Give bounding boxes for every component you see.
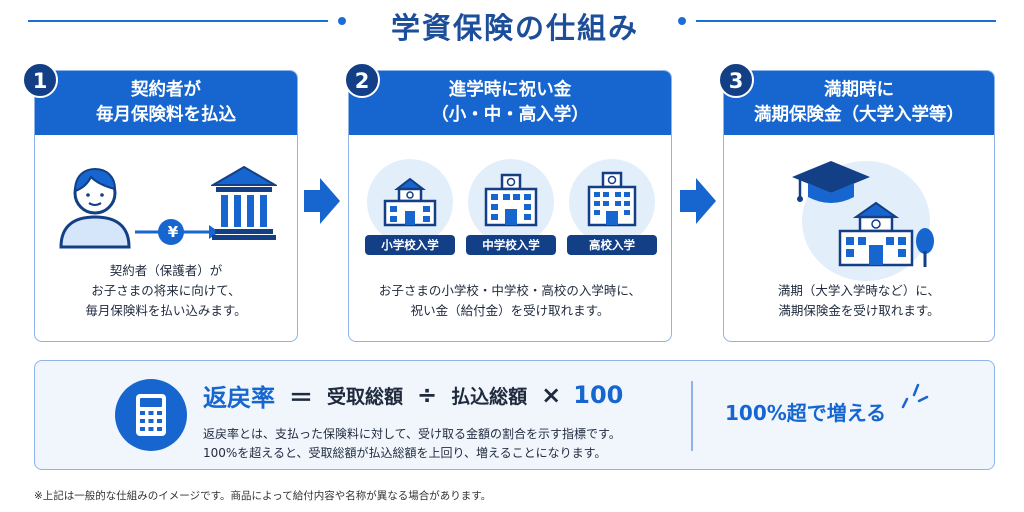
step-1-header: 契約者が 毎月保険料を払込 (35, 71, 297, 135)
school-label: 高校入学 (567, 235, 657, 255)
formula-divide: ÷ (417, 381, 438, 409)
formula-desc-line: 返戻率とは、支払った保険料に対して、受け取る金額の割合を示す指標です。 (203, 427, 621, 441)
flow-arrow-right-icon (680, 178, 716, 224)
yen-symbol: ¥ (167, 223, 179, 241)
step-2-head-line1: 進学時に祝い金 (448, 80, 572, 100)
step-1-body: ¥ 契約者（保護者）が お子さまの将来に向けて、 毎月保険料を払い込みます。 (35, 135, 297, 341)
step-3-desc-line: 満期（大学入学時など）に、 (777, 283, 941, 298)
school-circle (367, 159, 453, 245)
formula-term: 返戻率 (203, 383, 275, 412)
step-1-desc-line: 毎月保険料を払い込みます。 (85, 303, 247, 318)
formula-hundred: 100 (573, 381, 624, 409)
step-3-body: 満期（大学入学時など）に、 満期保険金を受け取れます。 (724, 135, 994, 341)
flow-arrow-right-icon (304, 178, 340, 224)
step-1-head-line2: 毎月保険料を払込 (96, 105, 236, 125)
school-middle: 中学校入学 (466, 159, 556, 255)
increase-highlight: 100%超で増える (725, 401, 887, 425)
title-dot-left (338, 17, 346, 25)
formula-description: 返戻率とは、支払った保険料に対して、受け取る金額の割合を示す指標です。 100%… (203, 425, 621, 463)
sparkle-icon (901, 383, 929, 409)
university-building-icon (838, 201, 914, 267)
school-building-icon (587, 171, 637, 227)
step-number-3: 3 (718, 62, 754, 98)
person-icon (59, 167, 131, 249)
step-3-header: 満期時に 満期保険金（大学入学等） (724, 71, 994, 135)
formula-received: 受取総額 (327, 385, 404, 408)
step-1-description: 契約者（保護者）が お子さまの将来に向けて、 毎月保険料を払い込みます。 (35, 261, 297, 321)
step-1-desc-line: 契約者（保護者）が (109, 263, 223, 278)
step-2-body: 小学校入学 中学校入学 (349, 135, 671, 341)
title-dot-right (678, 17, 686, 25)
title-line-left (28, 20, 328, 22)
step-2-header: 進学時に祝い金 （小・中・高入学） (349, 71, 671, 135)
school-building-icon (383, 177, 437, 227)
step-number-1: 1 (22, 62, 58, 98)
school-label: 小学校入学 (365, 235, 455, 255)
graduation-cap-icon (792, 161, 870, 203)
formula-equation: 返戻率 ＝ 受取総額 ÷ 払込総額 × 100 (203, 375, 623, 415)
school-elementary: 小学校入学 (365, 159, 455, 255)
step-2-description: お子さまの小学校・中学校・高校の入学時に、 祝い金（給付金）を受け取れます。 (349, 281, 671, 321)
school-building-icon (484, 173, 538, 227)
calculator-icon (136, 394, 166, 436)
step-number-2: 2 (344, 62, 380, 98)
school-label: 中学校入学 (466, 235, 556, 255)
formula-desc-line: 100%を超えると、受取総額が払込総額を上回り、増えることになります。 (203, 446, 607, 460)
formula-equals: ＝ (289, 383, 313, 412)
bank-icon (211, 165, 277, 240)
school-circle (468, 159, 554, 245)
page-title: 学資保険の仕組み (390, 11, 639, 45)
step-1-desc-line: お子さまの将来に向けて、 (91, 283, 241, 298)
step-2-head-line2: （小・中・高入学） (431, 105, 589, 125)
step-3-head-line2: 満期保険金（大学入学等） (754, 105, 964, 125)
formula-times: × (541, 381, 562, 409)
step-3-desc-line: 満期保険金を受け取れます。 (778, 303, 940, 318)
title-line-right (696, 20, 996, 22)
step-2-desc-line: お子さまの小学校・中学校・高校の入学時に、 (378, 283, 642, 298)
footnote: ※上記は一般的な仕組みのイメージです。商品によって給付内容や名称が異なる場合があ… (34, 490, 492, 502)
formula-divider (691, 381, 693, 451)
step-card-2: 進学時に祝い金 （小・中・高入学） 小学校入学 (348, 70, 672, 342)
step-card-1: 契約者が 毎月保険料を払込 ¥ (34, 70, 298, 342)
school-circle (569, 159, 655, 245)
school-high: 高校入学 (567, 159, 657, 255)
yen-arrow-icon (135, 219, 219, 245)
step-2-desc-line: 祝い金（給付金）を受け取れます。 (410, 303, 610, 318)
formula-box: 返戻率 ＝ 受取総額 ÷ 払込総額 × 100 返戻率とは、支払った保険料に対し… (34, 360, 995, 470)
step-3-description: 満期（大学入学時など）に、 満期保険金を受け取れます。 (724, 281, 994, 321)
step-1-head-line1: 契約者が (131, 80, 201, 100)
calculator-circle (115, 379, 187, 451)
tree-icon (916, 228, 934, 267)
step-3-head-line1: 満期時に (824, 80, 894, 100)
formula-paid: 払込総額 (451, 385, 528, 408)
step-card-3: 満期時に 満期保険金（大学入学等） (723, 70, 995, 342)
title-row: 学資保険の仕組み (0, 0, 1024, 45)
